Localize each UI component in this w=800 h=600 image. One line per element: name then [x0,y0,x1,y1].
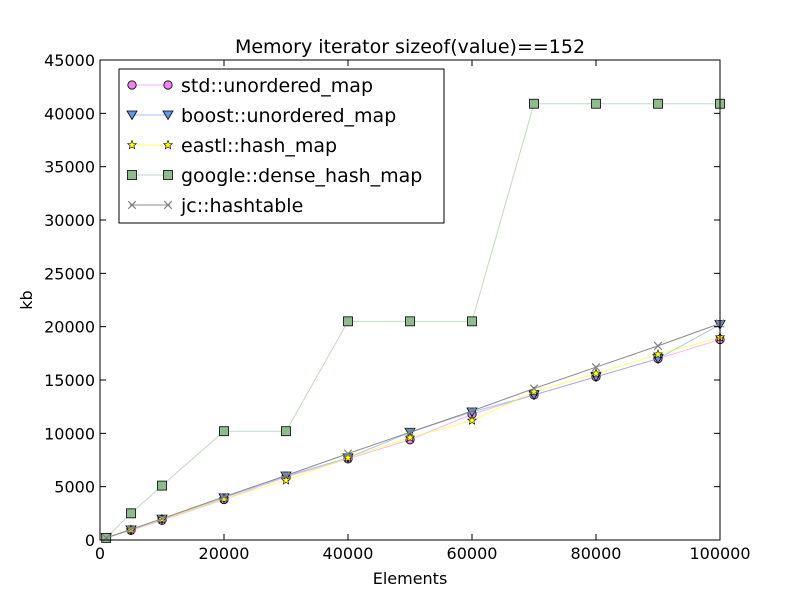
x-tick-label: 100000 [689,544,750,563]
data-point [653,341,663,351]
y-tick-label: 15000 [44,371,95,390]
chart-title: Memory iterator sizeof(value)==152 [235,36,585,58]
ticks-layer: 0 20000 40000 60000 80000 100000 0 5000 10000 150… [44,51,750,563]
data-point [590,368,602,378]
data-point [529,384,539,393]
y-tick-label: 0 [85,531,95,550]
data-point [343,449,353,458]
data-point [405,428,415,437]
legend-item: google::dense_hash_map [127,165,422,187]
y-tick-label: 35000 [44,158,95,177]
y-tick-label: 5000 [54,478,95,497]
legend-marker [127,200,137,210]
data-point [653,98,663,109]
data-point [591,98,601,109]
y-tick-label: 45000 [44,51,95,70]
legend-label: google::dense_hash_map [181,165,422,187]
data-point [467,406,477,416]
x-tick-label: 60000 [447,544,498,563]
series-line [106,322,721,539]
legend-item: boost::unordered_map [126,105,396,127]
y-tick-label: 25000 [44,264,95,283]
data-point [405,316,415,327]
legend-label: eastl::hash_map [181,135,337,157]
data-point [157,480,167,491]
data-point [126,508,136,519]
legend-box [118,68,445,224]
legend-item: eastl::hash_map [126,135,337,157]
legend: std::unordered_mapboost::unordered_mapea… [118,68,445,224]
data-point [467,316,477,327]
data-point [281,471,291,480]
data-point [219,492,229,502]
legend-marker [126,139,138,150]
data-point [126,525,136,534]
series-eastl-hash-map [101,331,726,543]
x-tick-label: 80000 [571,544,622,563]
legend-marker [126,110,138,121]
data-point [343,316,353,327]
legend-label: boost::unordered_map [181,105,396,127]
data-point [652,348,664,359]
legend-label: jc::hashtable [180,195,303,217]
legend-item: jc::hashtable [127,195,303,217]
series-google-dense-hash-map [101,98,725,543]
x-tick-label: 20000 [199,544,250,563]
legend-label: std::unordered_map [181,75,373,97]
y-tick-label: 40000 [44,104,95,123]
y-tick-label: 10000 [44,424,95,443]
legend-marker [163,80,173,90]
data-point [529,98,539,109]
x-tick-label: 0 [95,544,105,563]
data-point [281,426,291,437]
legend-marker [162,139,174,150]
data-point [466,415,478,425]
x-axis-label: Elements [373,569,448,588]
data-point [219,426,229,437]
legend-marker [127,170,137,180]
series-line [106,336,721,539]
legend-item: std::unordered_map [127,75,373,97]
data-point [157,514,167,523]
y-tick-label: 30000 [44,211,95,230]
legend-marker [162,110,174,121]
series-line [105,103,720,539]
x-tick-label: 40000 [323,544,374,563]
legend-marker [127,80,137,90]
legend-marker [163,170,173,180]
y-axis-label: kb [17,290,36,309]
axes-frame [99,59,721,541]
y-tick-label: 20000 [44,318,95,337]
legend-marker [163,200,173,210]
data-point [591,362,601,372]
